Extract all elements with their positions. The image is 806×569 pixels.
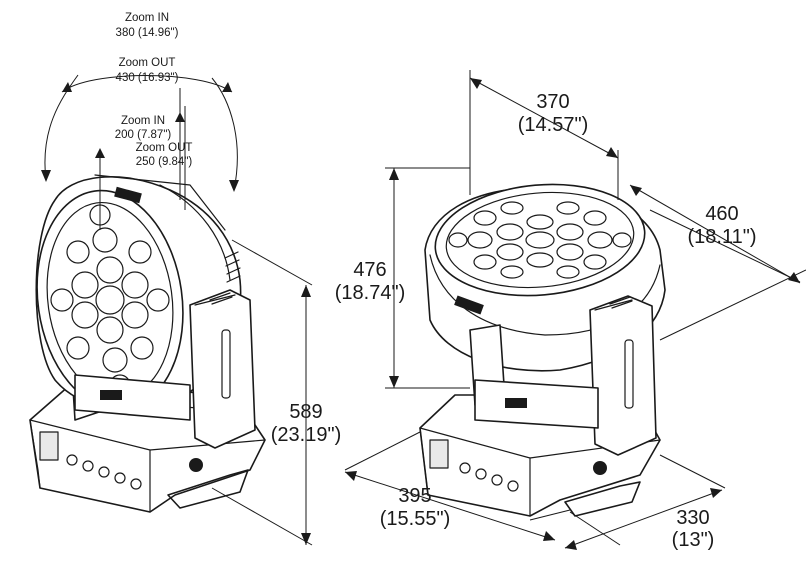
zoom-out-inner-value: 250 (9.84"): [136, 156, 193, 168]
left-fixture: [29, 174, 266, 513]
width-top-inch: (14.57"): [518, 114, 588, 136]
height-dimension: [211, 239, 313, 546]
base-connectors-right: [459, 462, 519, 492]
head-height-inch: (18.74"): [335, 282, 405, 304]
left-labels: Zoom IN 380 (14.96") Zoom OUT 430 (16.93…: [115, 12, 341, 446]
zoom-in-outer-label: Zoom IN: [125, 12, 169, 24]
depth-top-value: 460: [705, 203, 738, 225]
right-labels: 370 (14.57") 460 (18.11") 476 (18.74") 3…: [335, 91, 757, 551]
base-depth-value: 330: [676, 507, 709, 529]
head-height-value: 476: [353, 259, 386, 281]
width-top-value: 370: [536, 91, 569, 113]
zoom-out-inner-label: Zoom OUT: [136, 142, 193, 154]
zoom-in-inner-value: 200 (7.87"): [115, 129, 172, 141]
right-dimensions: [344, 70, 806, 550]
height-inch: (23.19"): [271, 424, 341, 446]
base-width-inch: (15.55"): [380, 508, 450, 530]
zoom-in-outer-value: 380 (14.96"): [116, 27, 179, 39]
base-width-value: 395: [398, 485, 431, 507]
zoom-in-inner-label: Zoom IN: [121, 115, 165, 127]
depth-top-inch: (18.11"): [688, 226, 757, 248]
lens-cells-left: [50, 204, 170, 396]
right-fixture: [419, 183, 666, 517]
base-connectors: [66, 454, 142, 490]
lens-cells-right: [448, 201, 632, 279]
base-depth-inch: (13"): [672, 529, 715, 551]
zoom-out-outer-label: Zoom OUT: [119, 57, 176, 69]
zoom-out-outer-value: 430 (16.93"): [116, 72, 179, 84]
height-value: 589: [289, 401, 322, 423]
zoom-arcs: [41, 74, 239, 230]
